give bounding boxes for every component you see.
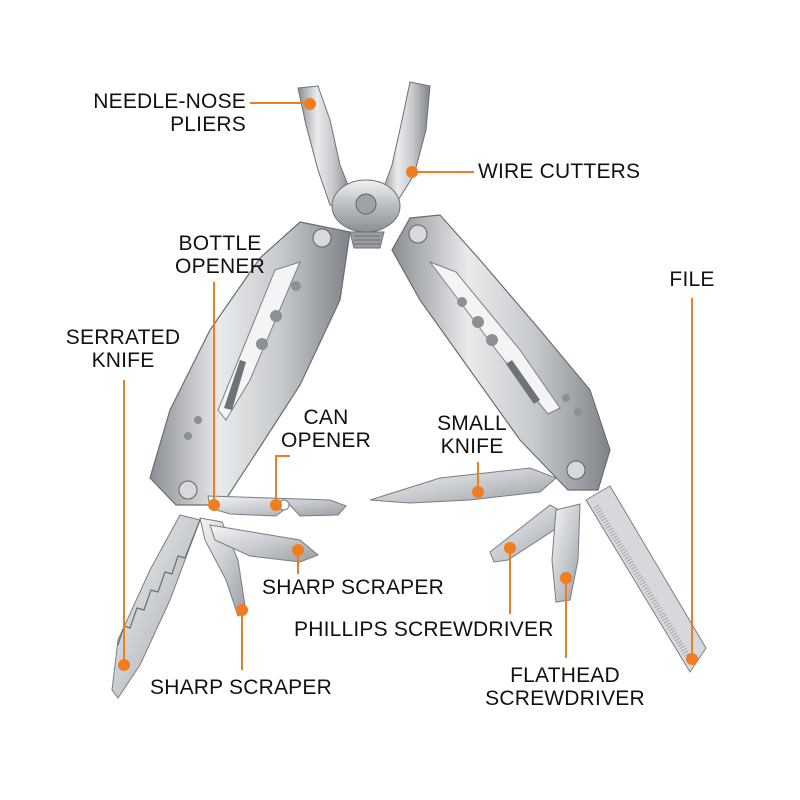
- marker-flathead-screwdriver: [560, 572, 572, 584]
- marker-bottle-opener: [208, 499, 220, 511]
- label-sharp-scraper-top: SHARP SCRAPER: [262, 576, 444, 599]
- marker-can-opener: [270, 499, 282, 511]
- label-can-opener: CAN OPENER: [281, 406, 371, 452]
- file-tool: [585, 485, 707, 673]
- marker-file: [686, 653, 698, 665]
- marker-small-knife: [472, 486, 484, 498]
- label-phillips-screwdriver: PHILLIPS SCREWDRIVER: [294, 618, 554, 641]
- label-needle-nose-pliers: NEEDLE-NOSE PLIERS: [93, 90, 246, 136]
- pivot-head: [331, 179, 401, 249]
- right-handle: [391, 214, 611, 491]
- label-sharp-scraper-bottom: SHARP SCRAPER: [150, 676, 332, 699]
- label-bottle-opener: BOTTLE OPENER: [175, 232, 265, 278]
- label-file: FILE: [669, 268, 715, 291]
- label-small-knife: SMALL KNIFE: [437, 412, 507, 458]
- marker-phillips-screwdriver: [504, 542, 516, 554]
- label-flathead-screwdriver: FLATHEAD SCREWDRIVER: [485, 664, 645, 710]
- small-knife-blade: [369, 467, 557, 504]
- left-handle: [149, 221, 351, 506]
- sharp-scraper-upper-tool: [209, 524, 319, 563]
- label-wire-cutters: WIRE CUTTERS: [478, 160, 641, 183]
- marker-sharp-scraper-top: [292, 544, 304, 556]
- callout-can-opener: [275, 455, 290, 500]
- marker-needle-nose-pliers: [304, 98, 316, 110]
- marker-sharp-scraper-bottom: [236, 604, 248, 616]
- label-serrated-knife: SERRATED KNIFE: [65, 326, 181, 372]
- flathead-screwdriver-tool: [551, 503, 581, 603]
- marker-wire-cutters: [406, 166, 418, 178]
- serrated-knife-blade: [111, 514, 201, 699]
- marker-serrated-knife: [118, 659, 130, 671]
